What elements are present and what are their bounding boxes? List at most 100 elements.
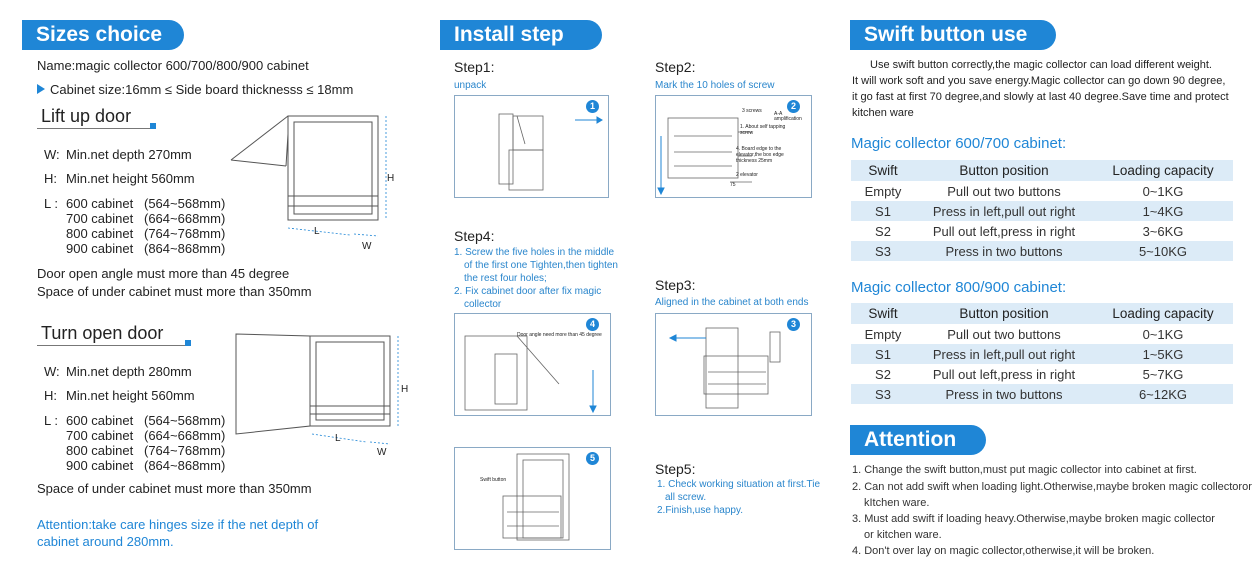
step3-number-badge: 3	[787, 318, 800, 331]
table1-r3-swift: S3	[851, 241, 915, 261]
lift-l-key: L :	[44, 196, 58, 211]
table1-header-position: Button position	[915, 160, 1093, 181]
swift-intro-line4: kitchen ware	[852, 107, 914, 119]
turn-door-cabinet-diagram	[235, 333, 399, 445]
turn-range-600: (564~568mm)	[144, 413, 226, 428]
turn-range-900: (864~868mm)	[144, 458, 226, 473]
attention-item-3: 3. Must add swift if loading heavy.Other…	[852, 513, 1215, 525]
table2-r3-swift: S3	[851, 384, 915, 404]
step5-title: Step5:	[655, 461, 696, 477]
attention-item-2-cont: kItchen ware.	[864, 497, 930, 509]
turn-range-800: (764~768mm)	[144, 443, 226, 458]
table2-title: Magic collector 800/900 cabinet:	[851, 279, 1067, 296]
table-row: S1 Press in left,pull out right 1~4KG	[851, 201, 1233, 221]
lift-w-key: W:	[44, 147, 60, 162]
turn-l-key: L :	[44, 413, 58, 428]
lift-up-door-title: Lift up door	[41, 106, 132, 126]
table1-header-swift: Swift	[851, 160, 915, 181]
turn-open-door-title: Turn open door	[41, 323, 164, 343]
swift-intro-line1: Use swift button correctly,the magic col…	[870, 59, 1212, 71]
lift-diagram-h: H	[387, 173, 395, 184]
turn-h-key: H:	[44, 388, 57, 403]
lift-range-900: (864~868mm)	[144, 241, 226, 256]
step4-number-badge: 4	[586, 318, 599, 331]
step2-label-board-edge: 4. Board edge to the elevator,the box ed…	[736, 146, 784, 164]
table-row: S2 Pull out left,press in right 5~7KG	[851, 364, 1233, 384]
lift-range-800: (764~768mm)	[144, 226, 226, 241]
sizes-choice-header: Sizes choice	[22, 20, 184, 50]
step1-box: 1	[454, 95, 609, 198]
lift-title-underline	[37, 128, 152, 129]
table1-r0-swift: Empty	[864, 183, 902, 199]
table1-r1-swift: S1	[851, 201, 915, 221]
step3-desc: Aligned in the cabinet at both ends	[655, 297, 809, 308]
turn-diagram-w: W	[377, 447, 387, 458]
step3-title: Step3:	[655, 277, 696, 293]
step4-line3: the rest four holes;	[464, 273, 547, 284]
table-row: S3 Press in two buttons 6~12KG	[851, 384, 1233, 404]
lift-size-900: 900 cabinet	[66, 241, 134, 256]
table1-title: Magic collector 600/700 cabinet:	[851, 135, 1067, 152]
step2-label-elevator: 2 elevator	[736, 172, 758, 178]
turn-note-space: Space of under cabinet must more than 35…	[37, 481, 312, 496]
lift-size-800: 800 cabinet	[66, 226, 134, 241]
step2-label-amplification: A-A amplification	[774, 111, 802, 122]
table1-r0-capacity: 0~1KG	[1142, 183, 1184, 199]
step2-label-self-tapping: 1. About self tapping screw	[740, 124, 786, 136]
turn-size-800: 800 cabinet	[66, 443, 134, 458]
turn-range-700: (664~668mm)	[144, 428, 226, 443]
lift-diagram-w: W	[362, 241, 372, 252]
lift-note-angle: Door open angle must more than 45 degree	[37, 266, 290, 281]
align-cabinet-illustration	[668, 327, 781, 409]
table1-header-capacity: Loading capacity	[1093, 160, 1233, 181]
table-row: S1 Press in left,pull out right 1~5KG	[851, 344, 1233, 364]
table2-r2-position: Pull out left,press in right	[932, 366, 1076, 382]
step2-desc: Mark the 10 holes of screw	[655, 80, 775, 91]
triangle-bullet-icon	[37, 84, 45, 94]
table2-r1-position: Press in left,pull out right	[915, 344, 1093, 364]
lift-size-600: 600 cabinet	[66, 196, 134, 211]
swift-button-illustration	[502, 453, 570, 541]
step2-box: 3 screws A-A amplification 1. About self…	[655, 95, 812, 198]
mark-screws-illustration	[657, 117, 752, 196]
lift-note-space: Space of under cabinet must more than 35…	[37, 284, 312, 299]
lift-diagram-l: L	[314, 226, 320, 237]
table1-r2-position: Pull out left,press in right	[932, 223, 1076, 239]
turn-h-value: Min.net height 560mm	[66, 388, 195, 403]
step4-box: Door angle need more than 45 degree 4	[454, 313, 611, 416]
step4-line1: 1. Screw the five holes in the middle	[454, 247, 615, 258]
unpack-illustration	[498, 113, 603, 191]
lift-h-key: H:	[44, 171, 57, 186]
turn-title-underline	[37, 345, 187, 346]
table-row: Empty Pull out two buttons 0~1KG	[851, 324, 1233, 344]
step2-label-screws: 3 screws	[742, 108, 762, 114]
table1-r3-capacity: 5~10KG	[1093, 241, 1233, 261]
attention-header: Attention	[850, 425, 986, 455]
table-600-700: Swift Button position Loading capacity E…	[851, 160, 1233, 261]
step5-line1: 1. Check working situation at first.Tie	[657, 479, 821, 490]
step1-number-badge: 1	[586, 100, 599, 113]
step5-number-badge: 5	[586, 452, 599, 465]
step4-label-door-angle: Door angle need more than 45 degree	[517, 332, 602, 338]
attention-item-2: 2. Can not add swift when loading light.…	[852, 481, 1252, 493]
swift-intro-line2: It will work soft and you save energy.Ma…	[852, 75, 1226, 87]
table1-r2-swift: S2	[875, 223, 891, 239]
lift-h-value: Min.net height 560mm	[66, 171, 195, 186]
product-name-line: Name:magic collector 600/700/800/900 cab…	[37, 58, 309, 73]
table-row: Empty Pull out two buttons 0~1KG	[851, 181, 1233, 201]
step5-label-swift-button: Swift button	[480, 477, 507, 483]
table2-r0-capacity: 0~1KG	[1142, 326, 1184, 342]
turn-title-dot	[185, 340, 191, 346]
lift-title-dot	[150, 123, 156, 129]
attention-item-4: 4. Don't over lay on magic collector,oth…	[852, 545, 1155, 557]
table-row: S3 Press in two buttons 5~10KG	[851, 241, 1233, 261]
lift-door-cabinet-diagram	[230, 115, 387, 237]
lift-w-value: Min.net depth 270mm	[66, 147, 192, 162]
step4-line2: of the first one Tighten,then tighten	[464, 260, 618, 271]
step1-title: Step1:	[454, 59, 495, 75]
table2-header-swift: Swift	[851, 303, 915, 324]
swift-button-use-header: Swift button use	[850, 20, 1056, 50]
table2-r3-position: Press in two buttons	[915, 384, 1093, 404]
step5-box: Swift button 5	[454, 447, 611, 550]
cabinet-size-line: Cabinet size:16mm ≤ Side board thickness…	[50, 82, 354, 97]
